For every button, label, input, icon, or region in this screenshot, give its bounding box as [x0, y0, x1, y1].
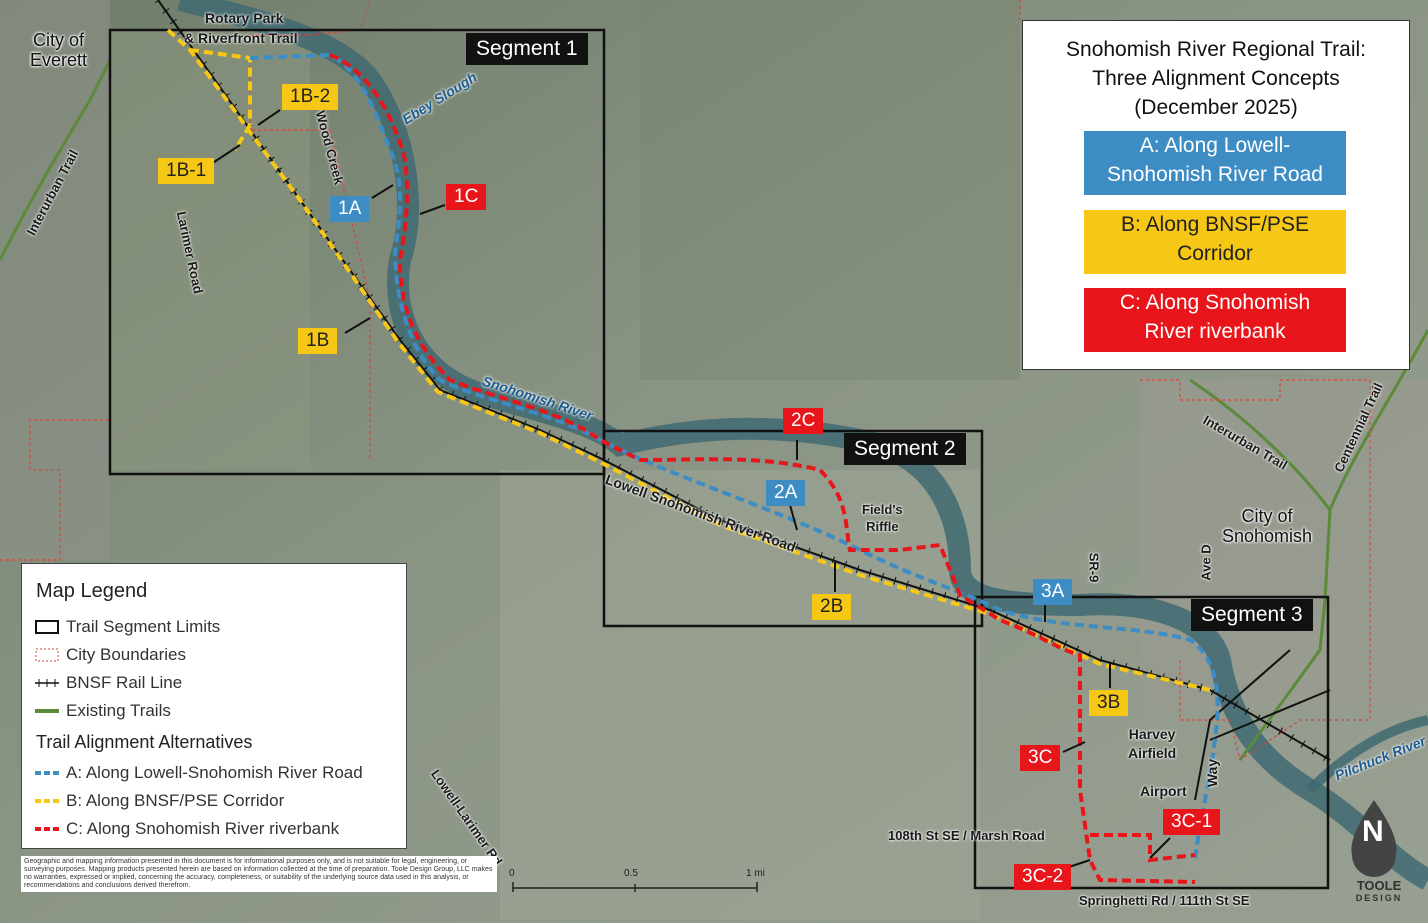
- option-c-box: C: Along Snohomish River riverbank: [1084, 288, 1346, 352]
- centennial-trail: [1238, 329, 1428, 761]
- label-springhetti-rd: Springhetti Rd / 111th St SE: [1079, 893, 1250, 908]
- tag-3c-1: 3C-1: [1163, 809, 1221, 835]
- tag-3c-2: 3C-2: [1014, 864, 1072, 890]
- legend-alt-b: B: Along BNSF/PSE Corridor: [66, 791, 285, 810]
- label-city-snohomish: City of Snohomish: [1222, 506, 1313, 546]
- label-fields-riffle: Field's Riffle: [862, 502, 903, 534]
- label-ave-d: Ave D: [1198, 544, 1214, 581]
- tag-1b-2: 1B-2: [282, 84, 339, 110]
- segment-2-tag: Segment 2: [844, 433, 966, 465]
- tag-1b-1: 1B-1: [158, 158, 215, 184]
- legend-alt-a: A: Along Lowell-Snohomish River Road: [66, 763, 363, 782]
- alignment-c-main: [329, 53, 1196, 884]
- rail-line-symbol: [35, 679, 59, 687]
- legend-city-boundaries: City Boundaries: [66, 645, 187, 664]
- legend-title: Map Legend: [36, 580, 148, 602]
- label-airport: Airport: [1140, 783, 1187, 799]
- city-boundary-larimer: [249, 60, 371, 460]
- everett-urban-area: [0, 0, 110, 560]
- label-rotary-park: Rotary Park: [205, 10, 284, 26]
- scale-label-0: 0: [509, 868, 515, 879]
- label-sr9: SR-9: [1086, 552, 1102, 583]
- north-arrow-icon: [1351, 800, 1397, 877]
- segment-3-tag: Segment 3: [1191, 599, 1313, 631]
- alt-b-symbol: [35, 799, 59, 803]
- alignment-a-main: [249, 52, 1220, 861]
- option-a-box: A: Along Lowell- Snohomish River Road: [1084, 131, 1346, 195]
- segment-limits-symbol: [35, 620, 59, 634]
- interurban-trail-east: [1189, 378, 1332, 511]
- segment-3-limits: [973, 595, 1330, 890]
- label-city-everett: City of Everett: [30, 30, 88, 70]
- tag-2b: 2B: [812, 594, 852, 620]
- legend-existing-trails: Existing Trails: [66, 701, 171, 720]
- alt-c-symbol: [35, 827, 59, 831]
- logo-sub: DESIGN: [1355, 893, 1403, 903]
- map-title: Snohomish River Regional Trail: Three Al…: [1066, 38, 1366, 119]
- disclaimer-text: Geographic and mapping information prese…: [21, 856, 497, 892]
- segment-1-limits: [108, 28, 606, 476]
- label-riverfront-trail: & Riverfront Trail: [184, 30, 298, 46]
- interurban-trail-west: [0, 59, 112, 261]
- tag-1c: 1C: [446, 184, 487, 210]
- bnsf-rail-spur: [1194, 649, 1331, 801]
- city-boundary-everett: [0, 0, 371, 561]
- option-b-box: B: Along BNSF/PSE Corridor: [1084, 210, 1346, 274]
- label-marsh-road: 108th St SE / Marsh Road: [888, 828, 1045, 843]
- tag-3b: 3B: [1089, 690, 1129, 716]
- label-harvey-airfield: Harvey Airfield: [1128, 726, 1177, 761]
- rural-north-area: [640, 0, 1020, 380]
- city-boundary-snohomish: [1019, 0, 1371, 761]
- logo-name: TOOLE: [1356, 878, 1402, 893]
- alignment-c-3c1: [1090, 833, 1196, 863]
- farm-fields-west: [110, 30, 310, 470]
- scale-label-05: 0.5: [624, 868, 638, 879]
- tag-2a: 2A: [766, 480, 806, 506]
- farm-fields-south: [500, 470, 980, 920]
- legend-alt-c: C: Along Snohomish River riverbank: [66, 819, 340, 838]
- pilchuck-river: [1306, 715, 1428, 794]
- legend-rail-line: BNSF Rail Line: [66, 673, 183, 692]
- label-way: Way: [1204, 758, 1221, 788]
- legend-segment-limits: Trail Segment Limits: [66, 617, 221, 636]
- tag-1b: 1B: [298, 328, 338, 354]
- city-boundaries-symbol: [35, 648, 59, 662]
- tag-3c: 3C: [1020, 745, 1061, 771]
- legend-alternatives-title: Trail Alignment Alternatives: [36, 732, 253, 752]
- scale-label-1mi: 1 mi: [746, 868, 765, 879]
- north-label: N: [1362, 815, 1384, 848]
- scale-bar: [512, 882, 758, 892]
- segment-1-tag: Segment 1: [466, 33, 588, 65]
- toole-design-logo: TOOLE DESIGN: [1344, 879, 1414, 905]
- alt-a-symbol: [35, 771, 59, 775]
- title-box: Snohomish River Regional Trail: Three Al…: [1022, 20, 1410, 370]
- tag-1a: 1A: [330, 196, 370, 222]
- map-legend: Map Legend Trail Segment Limits City Bou…: [21, 563, 407, 849]
- tag-2c: 2C: [783, 408, 824, 434]
- tag-3a: 3A: [1033, 579, 1073, 605]
- existing-trails-symbol: [35, 709, 59, 713]
